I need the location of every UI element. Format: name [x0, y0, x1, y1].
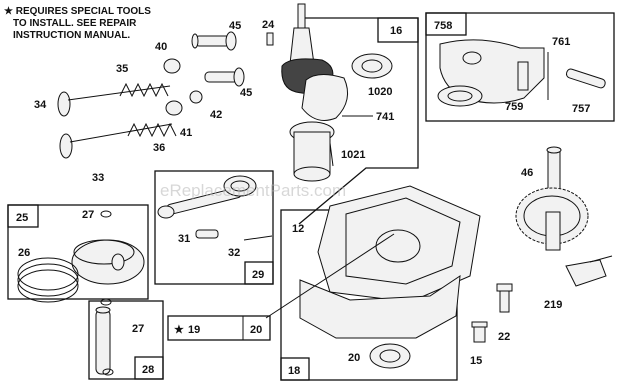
governor-219 [565, 255, 613, 287]
circlip-mid [100, 298, 112, 306]
box-758 [425, 12, 615, 122]
valve-retainer-upper [163, 58, 181, 74]
special-tools-note-line2: TO INSTALL. SEE REPAIR [13, 18, 137, 29]
label-45-upper: 45 [229, 20, 241, 32]
label-26: 26 [18, 247, 30, 259]
tappet-lower [204, 67, 245, 87]
box-25 [7, 204, 149, 300]
valve-upper [57, 85, 171, 117]
oil-seal-20 [369, 343, 411, 369]
tappet-upper [191, 31, 237, 51]
circlip-upper [100, 210, 112, 218]
box-25-tag [7, 204, 39, 228]
crankshaft [281, 3, 349, 182]
label-20-lower: 20 [348, 352, 360, 364]
label-41: 41 [180, 127, 192, 139]
label-42: 42 [210, 109, 222, 121]
crankshaft-key [266, 32, 274, 46]
valve-lower [59, 123, 173, 159]
watermark: eReplacementParts.com [160, 181, 346, 200]
label-759: 759 [505, 101, 523, 113]
valve-group [57, 31, 245, 159]
label-28: 28 [142, 364, 154, 376]
label-31: 31 [178, 233, 190, 245]
label-1020: 1020 [368, 86, 392, 98]
special-tools-note-line3: INSTRUCTION MANUAL. [13, 30, 130, 41]
label-40: 40 [155, 41, 167, 53]
box-29 [154, 170, 274, 285]
dowel-pin-1021 [329, 142, 334, 167]
piston [71, 239, 145, 285]
box-18-tag [280, 357, 310, 381]
label-24: 24 [262, 19, 275, 31]
box-28-tag [134, 356, 164, 380]
piston-pin [95, 306, 111, 375]
connecting-rod [157, 175, 257, 219]
label-27-upper: 27 [82, 209, 94, 221]
valve-retainer-lower [165, 100, 183, 116]
label-219: 219 [544, 299, 562, 311]
label-12: 12 [292, 223, 304, 235]
valve-spring-upper [119, 82, 169, 98]
box-19-20 [167, 315, 271, 341]
camshaft-gear [515, 146, 589, 251]
pin-759 [517, 61, 529, 91]
label-20-upper: 20 [250, 324, 262, 336]
label-34: 34 [34, 99, 47, 111]
label-1021: 1021 [341, 149, 365, 161]
label-758: 758 [434, 20, 452, 32]
label-46: 46 [521, 167, 533, 179]
label-761: 761 [552, 36, 570, 48]
label-741: 741 [376, 111, 394, 123]
label-19: 19 [188, 324, 200, 336]
rod-cap-31 [195, 229, 219, 239]
link-757 [565, 68, 606, 89]
leader-20 [265, 233, 395, 319]
rod-bolt-32 [243, 235, 273, 241]
star-19: ★ [174, 324, 184, 336]
box-16-tag [377, 17, 419, 43]
oil-seal-1020 [351, 53, 393, 79]
special-tools-note-line1: ★ REQUIRES SPECIAL TOOLS [4, 6, 151, 17]
label-27-lower: 27 [132, 323, 144, 335]
label-16: 16 [390, 25, 402, 37]
label-25: 25 [16, 212, 28, 224]
oil-fill-plug-22 [496, 283, 513, 313]
label-36: 36 [153, 142, 165, 154]
valve-spring-lower [127, 122, 177, 138]
box-758-tag [425, 12, 467, 36]
label-18: 18 [288, 365, 300, 377]
box-28 [88, 300, 164, 380]
label-32: 32 [228, 247, 240, 259]
box-29-tag [244, 261, 274, 285]
label-757: 757 [572, 103, 590, 115]
crankcase [299, 185, 481, 339]
label-35: 35 [116, 63, 128, 75]
label-15: 15 [470, 355, 482, 367]
valve-keeper [189, 90, 203, 104]
circlip-lower [102, 368, 114, 376]
label-33: 33 [92, 172, 104, 184]
label-22: 22 [498, 331, 510, 343]
label-29: 29 [252, 269, 264, 281]
piston-rings [17, 257, 79, 303]
label-45-lower: 45 [240, 87, 252, 99]
drain-plug-15 [471, 321, 488, 343]
